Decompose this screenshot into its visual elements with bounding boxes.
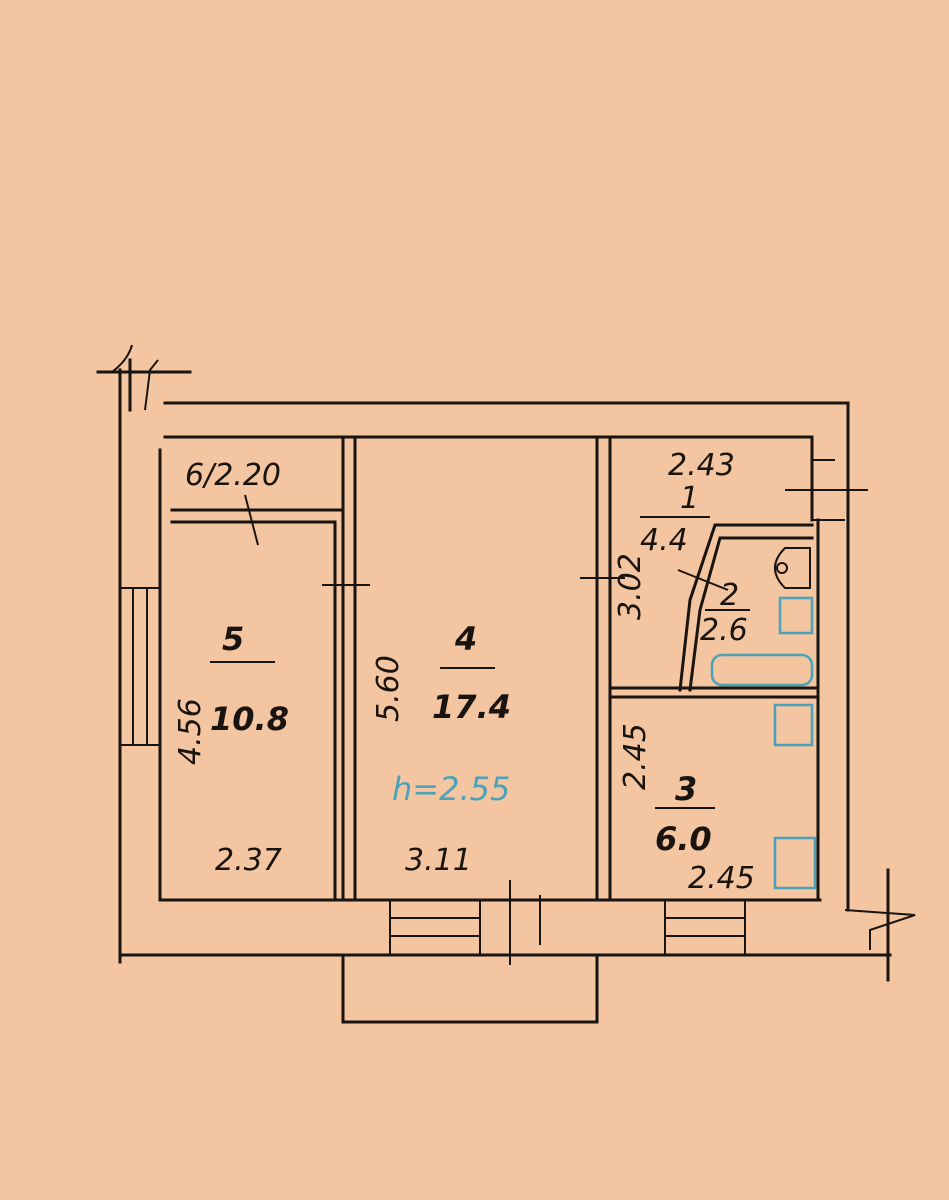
room-1-length: 3.02 [613, 553, 648, 620]
room-5-number: 5 [222, 620, 244, 658]
room-4-area: 17.4 [432, 688, 511, 726]
bathtub-icon [710, 653, 814, 687]
room-3-length: 2.45 [618, 723, 653, 790]
ceiling-height: h=2.55 [392, 770, 510, 808]
toilet-icon [774, 547, 811, 589]
room-4-number: 4 [454, 620, 477, 658]
closet-label: 6/2.20 [185, 458, 281, 493]
room-4-length: 5.60 [371, 655, 406, 722]
room-5-length: 4.56 [173, 698, 208, 765]
balcony [341, 953, 599, 1024]
room-1-area: 4.4 [640, 523, 688, 558]
room-5-area: 10.8 [210, 700, 289, 738]
sink-icon [778, 596, 814, 635]
sink-icon-2 [773, 703, 814, 747]
room-3-number: 3 [675, 770, 697, 808]
room-4-width: 3.11 [405, 843, 472, 878]
stove-icon [773, 836, 817, 890]
windows [119, 587, 746, 956]
room-2-area: 2.6 [700, 613, 748, 648]
room-1-number: 1 [680, 481, 699, 516]
room-1-width: 2.43 [668, 448, 735, 483]
room-2-number: 2 [720, 578, 739, 613]
fixtures [710, 547, 817, 890]
labels: 6/2.20 5 10.8 2.37 4.56 4 17.4 3.11 5.60… [173, 448, 755, 896]
room-5-width: 2.37 [215, 843, 282, 878]
room-3-area: 6.0 [655, 820, 712, 858]
room-3-width: 2.45 [688, 861, 755, 896]
